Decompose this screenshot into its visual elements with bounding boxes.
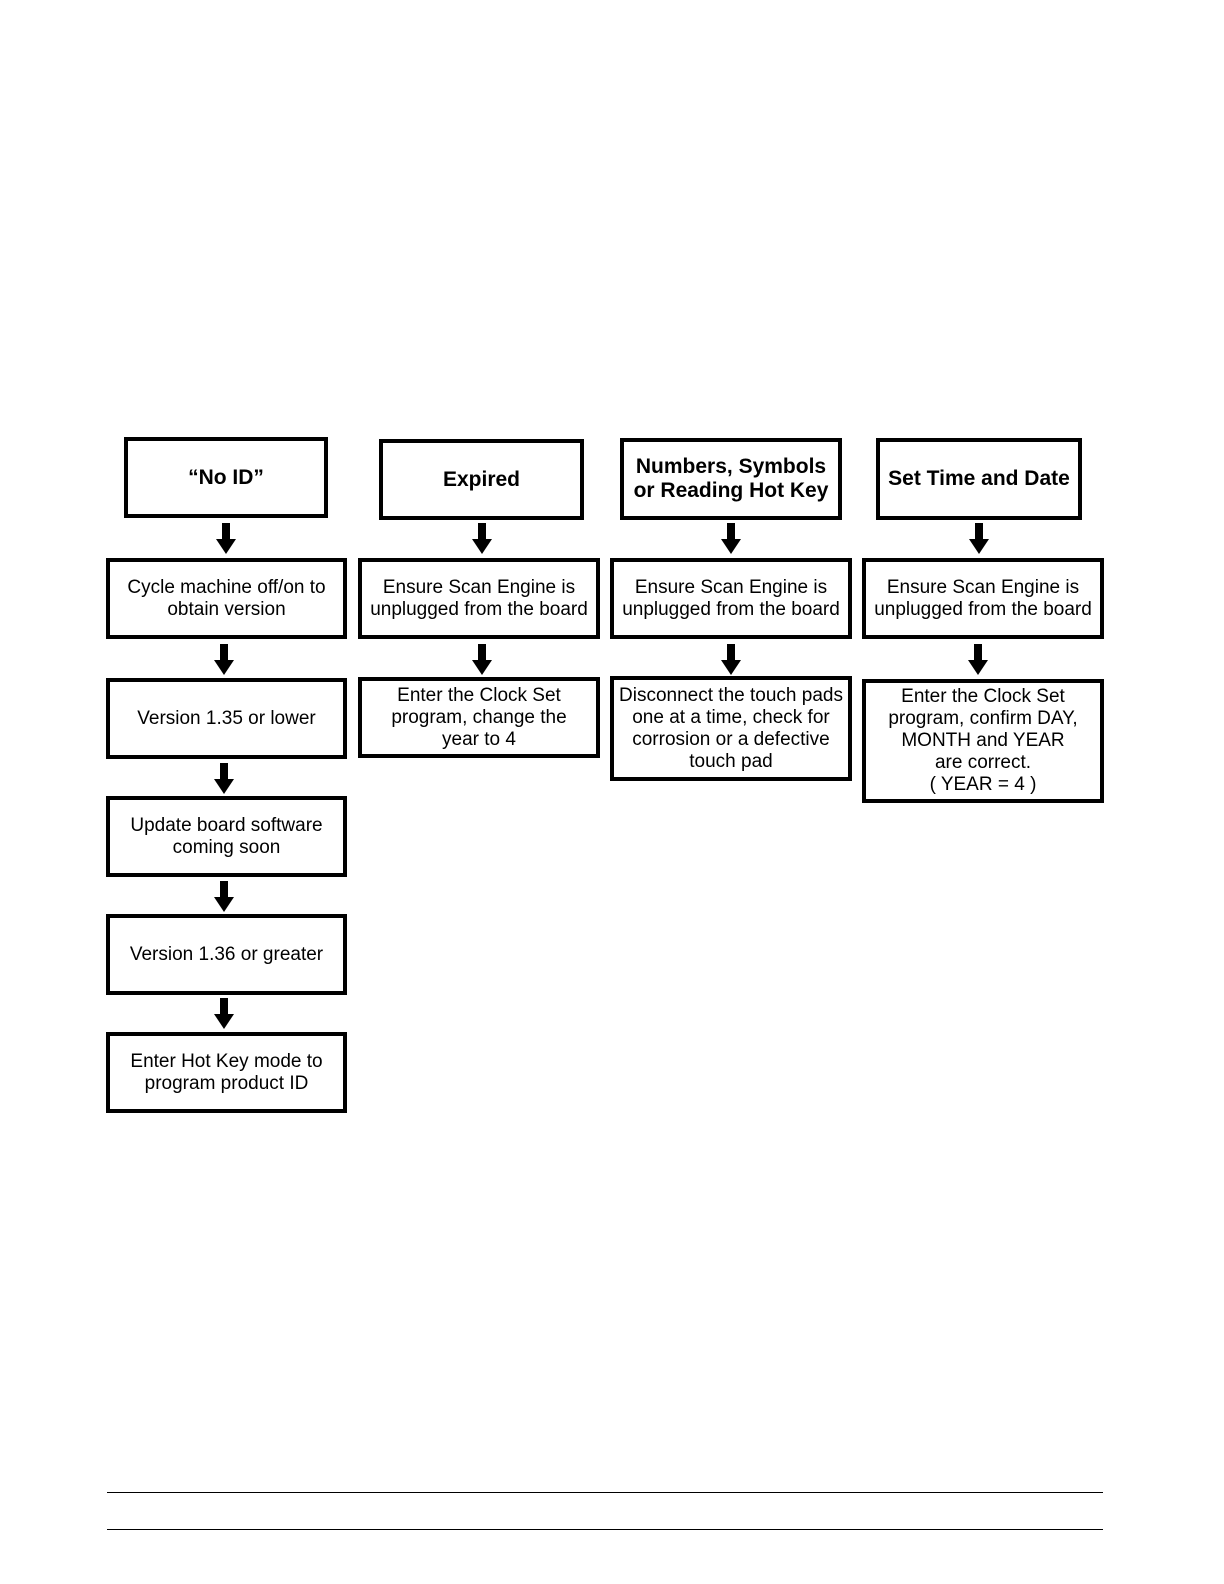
header-numbers-symbols: Numbers, Symbols or Reading Hot Key	[620, 438, 842, 520]
down-arrow-icon	[969, 523, 989, 555]
step-version-135: Version 1.35 or lower	[106, 678, 347, 759]
down-arrow-icon	[721, 644, 741, 676]
down-arrow-icon	[214, 763, 234, 795]
step-clock-set-year: Enter the Clock Set program, change the …	[358, 677, 600, 758]
step-ensure-scan-engine: Ensure Scan Engine is unplugged from the…	[358, 558, 600, 639]
step-ensure-scan-engine: Ensure Scan Engine is unplugged from the…	[862, 558, 1104, 639]
down-arrow-icon	[472, 644, 492, 676]
header-no-id: “No ID”	[124, 437, 328, 518]
down-arrow-icon	[214, 881, 234, 913]
down-arrow-icon	[214, 998, 234, 1030]
footer-rule-bottom	[107, 1529, 1103, 1530]
step-version-136: Version 1.36 or greater	[106, 914, 347, 995]
down-arrow-icon	[216, 523, 236, 555]
step-ensure-scan-engine: Ensure Scan Engine is unplugged from the…	[610, 558, 852, 639]
step-hot-key-mode: Enter Hot Key mode to program product ID	[106, 1032, 347, 1113]
step-update-software: Update board software coming soon	[106, 796, 347, 877]
step-disconnect-touch-pads: Disconnect the touch pads one at a time,…	[610, 676, 852, 781]
down-arrow-icon	[214, 644, 234, 676]
step-clock-set-confirm: Enter the Clock Set program, confirm DAY…	[862, 679, 1104, 803]
down-arrow-icon	[968, 644, 988, 676]
header-expired: Expired	[379, 439, 584, 520]
down-arrow-icon	[472, 523, 492, 555]
header-set-time-date: Set Time and Date	[876, 438, 1082, 520]
step-cycle-machine: Cycle machine off/on to obtain version	[106, 558, 347, 639]
down-arrow-icon	[721, 523, 741, 555]
footer-rule-top	[107, 1492, 1103, 1493]
